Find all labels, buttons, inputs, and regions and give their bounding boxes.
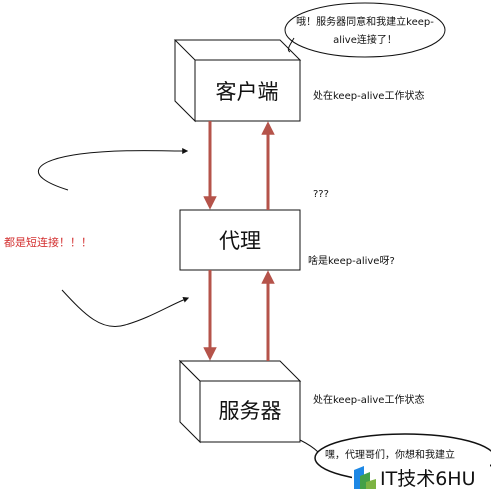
server-bubble-line1: 嘿，代理哥们，你想和我建立 <box>325 448 455 461</box>
server-node: 服务器 <box>178 359 302 444</box>
watermark: IT技术6HU <box>352 460 490 490</box>
proxy-question-text: 啥是keep-alive呀? <box>308 254 395 267</box>
client-bubble-line1: 哦！服务器同意和我建立keep- <box>296 15 434 28</box>
curved-arrow-lower <box>61 289 190 327</box>
client-speech-bubble: 哦！服务器同意和我建立keep- alive连接了！ <box>284 2 446 58</box>
client-state-text: 处在keep-alive工作状态 <box>313 89 424 102</box>
watermark-logo-icon <box>354 466 376 489</box>
client-label: 客户端 <box>216 80 279 104</box>
proxy-node: 代理 <box>179 209 301 271</box>
client-node: 客户端 <box>173 39 302 123</box>
short-connection-text: 都是短连接！！！ <box>4 235 92 249</box>
proxy-label: 代理 <box>219 229 261 253</box>
server-state-text: 处在keep-alive工作状态 <box>313 393 424 406</box>
curved-arrow-upper <box>38 147 189 191</box>
question-marks-text: ??? <box>313 189 329 200</box>
watermark-text: IT技术6HU <box>380 468 476 490</box>
client-bubble-line2: alive连接了！ <box>333 33 397 46</box>
server-label: 服务器 <box>219 399 282 423</box>
